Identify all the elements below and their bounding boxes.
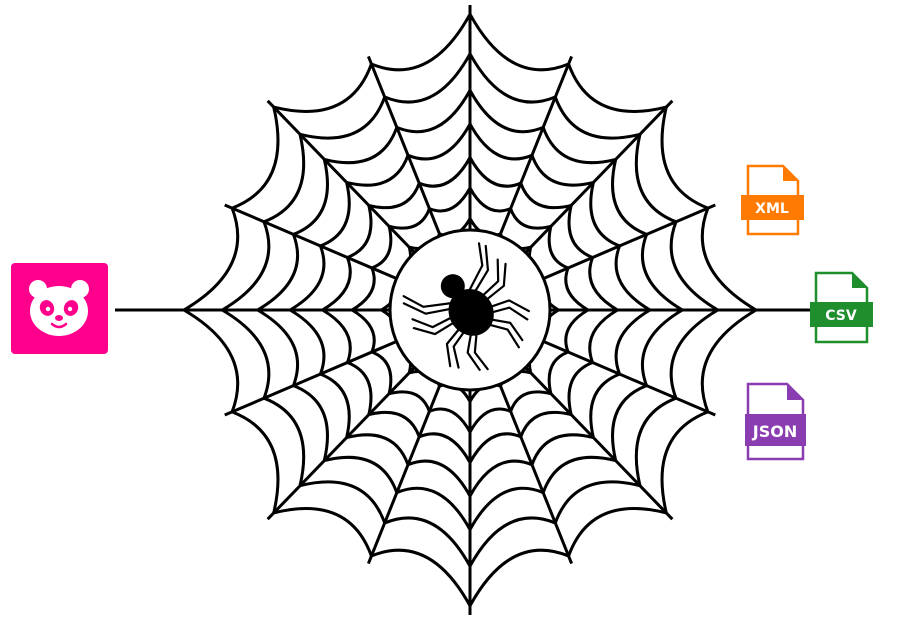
- web-ring: [182, 12, 758, 608]
- json-file[interactable]: JSON: [745, 382, 806, 461]
- panda-face: [29, 280, 89, 336]
- web-ring: [220, 52, 720, 568]
- web-ring: [321, 156, 619, 464]
- web-ring: [256, 88, 684, 532]
- csv-file[interactable]: CSV: [810, 271, 873, 344]
- web-ring: [350, 186, 590, 434]
- xml-label: XML: [755, 201, 789, 217]
- source-logo[interactable]: [11, 263, 108, 354]
- spider-icon: [402, 242, 530, 371]
- web-ring: [288, 122, 652, 498]
- xml-file[interactable]: XML: [741, 164, 804, 236]
- json-label: JSON: [752, 422, 797, 441]
- csv-label: CSV: [825, 308, 857, 324]
